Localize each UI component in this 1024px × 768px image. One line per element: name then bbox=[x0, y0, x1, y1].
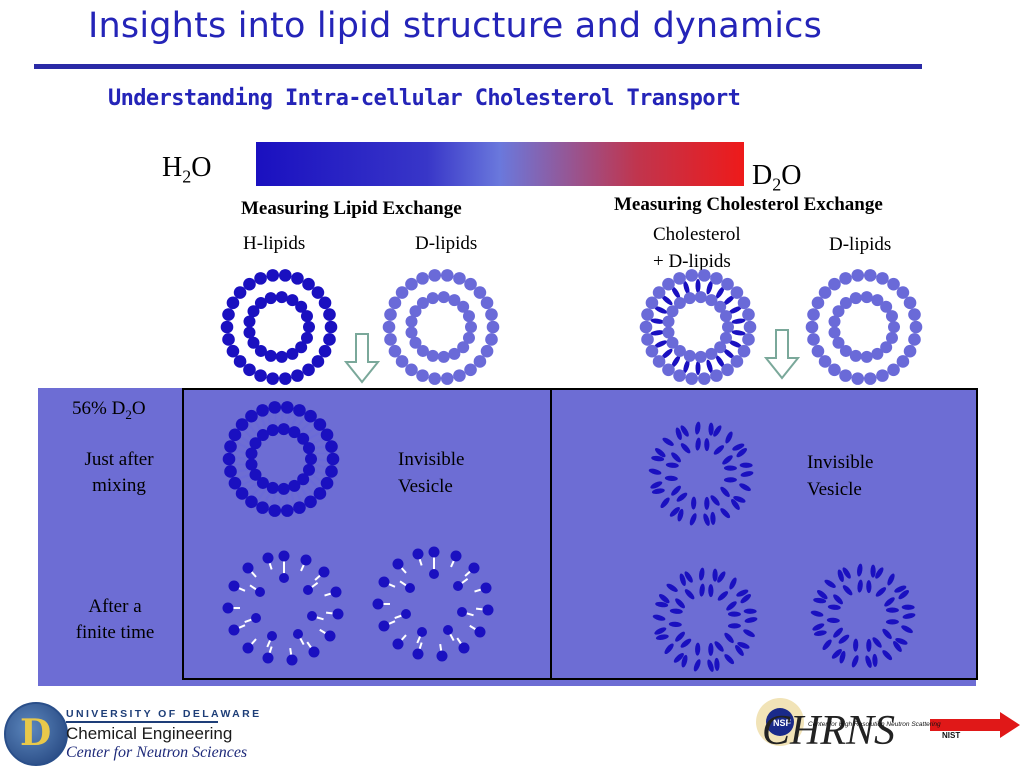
cholesterol-exchange-results-box bbox=[550, 388, 978, 680]
d-lipid-vesicle-right bbox=[805, 269, 923, 385]
university-name: UNIVERSITY OF DELAWARE bbox=[66, 708, 262, 720]
chrns-caption: Center for High Resolution Neutron Scatt… bbox=[808, 721, 941, 728]
down-arrow-icon bbox=[343, 333, 381, 384]
h2o-d2o-gradient-bar bbox=[256, 142, 744, 186]
cholesterol-exchange-heading: Measuring Cholesterol Exchange bbox=[614, 194, 883, 215]
solvent-condition-label: 56% D2O bbox=[72, 398, 146, 422]
h-lipid-vesicle bbox=[220, 269, 338, 385]
d-lipids-label-right: D-lipids bbox=[829, 234, 892, 255]
exchanged-cholesterol-vesicle-2 bbox=[810, 563, 916, 668]
slide-subtitle: Understanding Intra-cellular Cholesterol… bbox=[108, 86, 741, 111]
plus-d-lipids-label: + D-lipids bbox=[653, 251, 731, 272]
cholesterol-d-lipid-vesicle bbox=[639, 269, 757, 385]
d-lipids-label-left: D-lipids bbox=[415, 233, 478, 254]
chrns-logo-text: CHRNS bbox=[762, 708, 895, 754]
cholesterol-vesicle-after-mixing bbox=[648, 421, 754, 526]
exchanged-lipid-vesicle-2 bbox=[372, 546, 494, 662]
ud-logo-icon: D bbox=[4, 702, 68, 766]
h2o-label: H2O bbox=[162, 152, 212, 187]
center-name: Center for Neutron Sciences bbox=[66, 744, 248, 761]
university-underline bbox=[66, 721, 218, 723]
mixed-h-lipid-vesicle bbox=[222, 401, 340, 517]
down-arrow-icon bbox=[763, 329, 801, 380]
red-arrow-icon bbox=[930, 712, 1020, 738]
exchanged-lipid-vesicle-1 bbox=[222, 550, 344, 666]
slide-title: Insights into lipid structure and dynami… bbox=[88, 6, 823, 46]
nist-text: NIST bbox=[942, 731, 960, 740]
title-underline bbox=[34, 64, 922, 69]
nsf-sunburst-icon bbox=[756, 698, 804, 746]
h-lipids-label: H-lipids bbox=[243, 233, 306, 254]
nsf-text: NSF bbox=[773, 718, 792, 728]
cholesterol-label: Cholesterol bbox=[653, 224, 741, 245]
results-panel bbox=[38, 388, 976, 686]
lipid-exchange-heading: Measuring Lipid Exchange bbox=[241, 198, 462, 219]
d-lipid-vesicle-left bbox=[382, 269, 500, 385]
exchanged-cholesterol-vesicle-1 bbox=[652, 567, 758, 672]
department-name: Chemical Engineering bbox=[66, 724, 233, 743]
d2o-label: D2O bbox=[752, 160, 802, 195]
